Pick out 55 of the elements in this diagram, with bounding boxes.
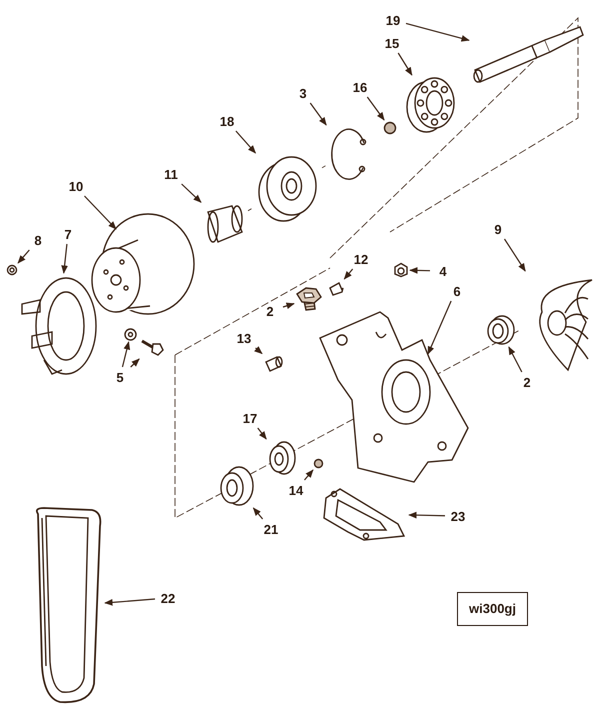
callout-number: 16 <box>349 79 371 95</box>
leader-line <box>310 102 327 126</box>
callout-number: 14 <box>285 482 307 498</box>
leader-line <box>181 184 202 203</box>
callout-number: 13 <box>233 330 255 346</box>
leader-line <box>344 268 354 280</box>
callout-number: 11 <box>160 166 182 182</box>
small-round-part <box>383 121 397 135</box>
leader-line <box>104 598 156 606</box>
callout-number: 2 <box>259 303 281 319</box>
leader-line <box>409 267 430 274</box>
leader-line <box>122 341 130 368</box>
leader-line <box>366 96 385 121</box>
callout-number: 10 <box>65 178 87 194</box>
leader-line <box>252 507 264 520</box>
figure-code-box: wi300gj <box>457 592 528 626</box>
callout-number: 12 <box>350 251 372 267</box>
leader-line <box>408 512 446 518</box>
callout-number: 6 <box>446 283 468 299</box>
leader-line <box>130 358 140 368</box>
leader-line <box>254 346 263 354</box>
leader-line <box>61 244 68 274</box>
leader-line <box>427 300 452 355</box>
callout-number: 21 <box>260 521 282 537</box>
callout-number: 8 <box>27 232 49 248</box>
leader-line <box>304 469 314 480</box>
callout-number: 5 <box>109 369 131 385</box>
callout-number: 18 <box>216 113 238 129</box>
part-drawing <box>6 264 18 276</box>
part-drawing <box>124 328 137 341</box>
leader-line <box>504 238 526 272</box>
callout-number: 17 <box>239 410 261 426</box>
part-drawing <box>318 310 470 486</box>
leader-line <box>398 52 412 76</box>
callout-number: 7 <box>57 226 79 242</box>
callout-number: 22 <box>157 590 179 606</box>
leader-line <box>84 196 117 230</box>
part-drawing <box>295 286 323 312</box>
leader-line <box>257 428 267 440</box>
callout-number: 15 <box>381 35 403 51</box>
callout-number: 3 <box>292 85 314 101</box>
callout-number: 23 <box>447 508 469 524</box>
leader-line <box>235 130 256 154</box>
callout-number: 19 <box>382 12 404 28</box>
callout-number: 4 <box>432 263 454 279</box>
callout-number: 2 <box>516 374 538 390</box>
part-drawing <box>327 280 345 298</box>
part-drawing <box>393 262 409 278</box>
part-drawing <box>263 354 285 374</box>
leader-line <box>406 22 470 42</box>
leader-line <box>282 302 295 310</box>
callout-number: 9 <box>487 221 509 237</box>
leader-line <box>18 250 30 264</box>
leader-line <box>508 346 522 372</box>
small-round-part <box>313 458 324 469</box>
